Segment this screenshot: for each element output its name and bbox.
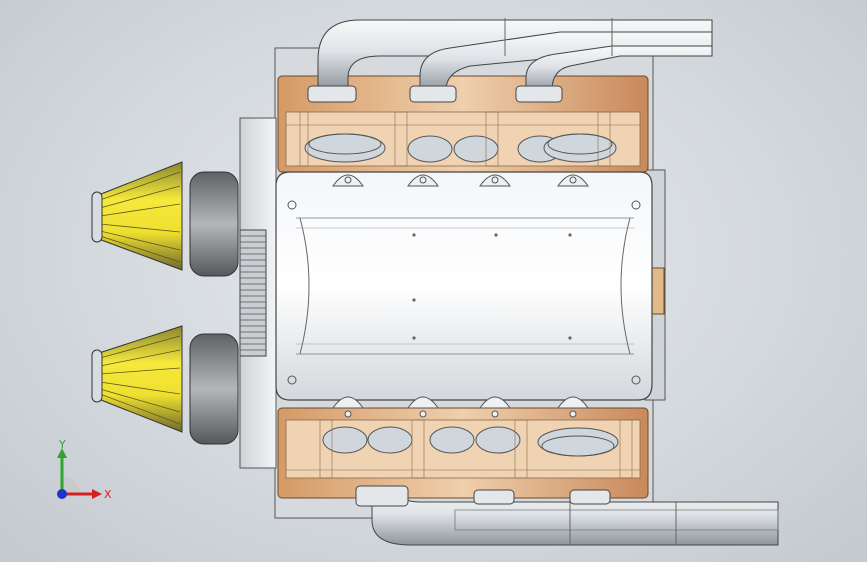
air-filter-lower[interactable] <box>91 325 239 445</box>
valve-cover[interactable] <box>275 171 653 418</box>
air-filter-upper[interactable] <box>91 161 239 277</box>
x-axis-label: X <box>104 488 112 501</box>
timing-pulley[interactable] <box>239 229 267 357</box>
cylinder-head-bottom[interactable] <box>277 407 649 499</box>
z-axis-dot <box>57 489 67 499</box>
coordinate-triad: Y X <box>57 440 112 501</box>
exhaust-header-bottom[interactable] <box>355 485 779 546</box>
exhaust-header-top[interactable] <box>307 18 713 103</box>
y-axis-label: Y <box>58 440 66 451</box>
